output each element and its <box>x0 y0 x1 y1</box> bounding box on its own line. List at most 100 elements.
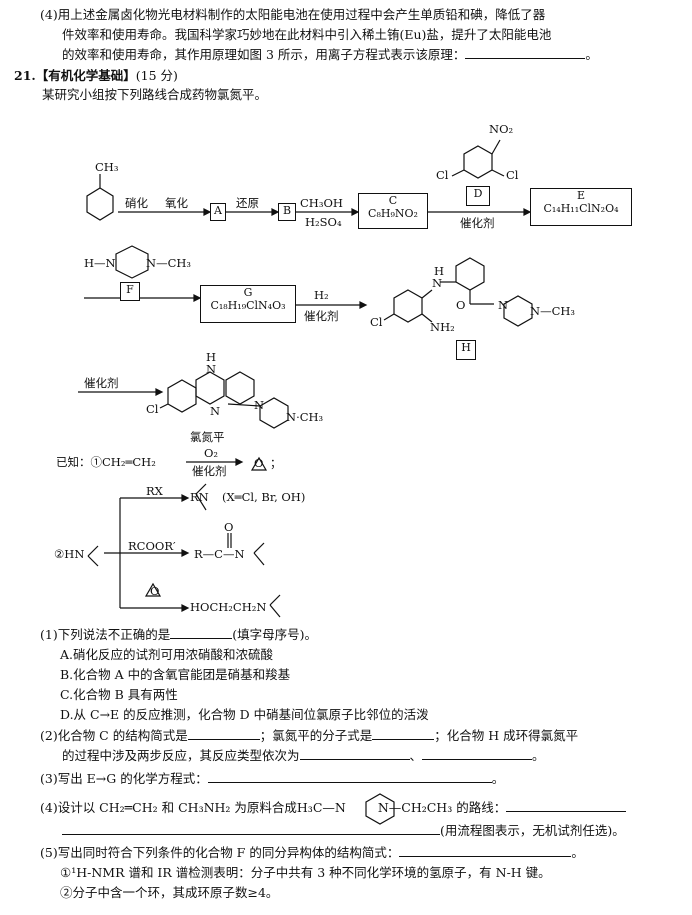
step-nitration: 硝化 <box>125 196 148 210</box>
q2-blank-4[interactable] <box>422 747 533 760</box>
known-2-rn: RN <box>190 490 209 504</box>
dichloronitro-ring <box>463 145 493 179</box>
option-d: D.从 C→E 的反应推测，化合物 D 中硝基间位氯原子比邻位的活泼 <box>60 707 429 722</box>
h-structure-n: N <box>432 276 443 290</box>
q1-text: (1)下列说法不正确的是 <box>40 627 171 642</box>
q4-line-3-text: 的效率和使用寿命，其作用原理如图 3 所示，用离子方程式表示该原理： <box>62 47 466 62</box>
q21-intro: 某研究小组按下列路线合成药物氯氮平。 <box>42 87 268 102</box>
d-no2: NO₂ <box>489 122 514 136</box>
toluene-ch3: CH₃ <box>95 160 119 174</box>
box-e: E C₁₄H₁₁ClN₂O₄ <box>530 188 632 226</box>
h-structure-cl: Cl <box>370 315 383 329</box>
reagent-h2so4: H₂SO₄ <box>305 215 342 229</box>
known-2-amide-o: O <box>224 520 234 534</box>
condition-2: ②分子中含一个环，其成环原子数≥4。 <box>60 885 279 900</box>
q5-blank[interactable] <box>399 844 572 857</box>
q4-piperazine-ring <box>365 793 395 825</box>
f-piperazine-ring <box>115 245 149 279</box>
known-2-x-note: (X═Cl, Br, OH) <box>222 490 306 504</box>
product-name: 氯氮平 <box>190 430 225 444</box>
clozapine-ring-left <box>167 379 197 413</box>
q5-end: 。 <box>571 845 584 860</box>
clozapine-n3: N <box>254 398 265 412</box>
box-g: G C₁₈H₁₉ClN₄O₃ <box>200 285 296 323</box>
question-2-line-1: (2)化合物 C 的结构简式是；氯氮平的分子式是；化合物 H 成环得氯氮平 <box>40 727 578 745</box>
q4-line-1: (4)用上述金属卤化物光电材料制作的太阳能电池在使用过程中会产生单质铅和碘，降低… <box>40 7 546 22</box>
h-structure-h: H <box>434 264 445 278</box>
q2-text-b: ；氯氮平的分子式是 <box>259 728 373 743</box>
q4-answer-blank[interactable] <box>465 46 586 59</box>
clozapine-n2: N <box>210 404 221 418</box>
q21-score: (15 分) <box>135 68 178 83</box>
q2-text-c: ；化合物 H 成环得氯氮平 <box>434 728 579 743</box>
clozapine-ring-right <box>225 371 255 405</box>
known-2-start: ②HN <box>54 547 85 561</box>
box-g-formula: C₁₈H₁₉ClN₄O₃ <box>210 299 286 312</box>
known-1-catalyst: 催化剂 <box>192 464 227 478</box>
reagent-ch3oh: CH₃OH <box>300 196 343 210</box>
q21-topic: 【有机化学基础】 <box>35 68 136 83</box>
catalyst-3: 催化剂 <box>84 376 119 390</box>
q1-blank[interactable] <box>170 626 233 639</box>
q4-line-2: 件效率和使用寿命。我国科学家巧妙地在此材料中引入稀土铕(Eu)盐，提升了太阳能电… <box>62 27 552 42</box>
known-2-hoch: HOCH₂CH₂N <box>190 600 267 614</box>
clozapine-piperazine <box>259 397 289 429</box>
q5-text: (5)写出同时符合下列条件的化合物 F 的同分异构体的结构简式： <box>40 845 400 860</box>
known-2-rcoor: RCOOR′ <box>128 539 176 553</box>
box-d: D <box>466 186 490 206</box>
box-a: A <box>210 203 226 221</box>
q2-blank-2[interactable] <box>372 727 435 740</box>
catalyst-1: 催化剂 <box>460 216 495 230</box>
q1-tail: (填字母序号)。 <box>232 627 317 642</box>
known-1-label: 已知：①CH₂═CH₂ <box>56 455 156 469</box>
box-g-label: G <box>243 286 253 299</box>
box-e-formula: C₁₄H₁₁ClN₂O₄ <box>543 202 619 215</box>
clozapine-ring-mid <box>195 371 225 405</box>
option-c: C.化合物 B 具有两性 <box>60 687 178 702</box>
question-4-line-2: (用流程图表示，无机试剂任选)。 <box>62 822 625 840</box>
q3-blank[interactable] <box>207 770 492 783</box>
q21-header: 21.【有机化学基础】(15 分) <box>14 67 178 85</box>
known-1-o2: O₂ <box>204 446 219 460</box>
option-b: B.化合物 A 中的含氧官能团是硝基和羧基 <box>60 667 291 682</box>
q4-text-a: (4)设计以 CH₂═CH₂ 和 CH₃NH₂ 为原料合成H₃C—N <box>40 800 346 815</box>
d-cl-left: Cl <box>436 168 449 182</box>
box-c: C C₈H₉NO₂ <box>358 193 428 229</box>
box-h: H <box>456 340 476 360</box>
epoxide-1 <box>250 456 268 471</box>
question-4-line-1: (4)设计以 CH₂═CH₂ 和 CH₃NH₂ 为原料合成H₃C—N N—CH₂C… <box>40 799 627 817</box>
step-oxidation: 氧化 <box>165 196 188 210</box>
q4-text-b: N—CH₂CH₃ 的路线： <box>377 800 507 815</box>
clozapine-n1: N <box>206 362 217 376</box>
step-reduction: 还原 <box>236 196 259 210</box>
h-piperazine-ring <box>503 295 533 327</box>
h-ring-left <box>393 289 423 323</box>
condition-1: ①¹H-NMR 谱和 IR 谱检测表明：分子中共有 3 种不同化学环境的氢原子，… <box>60 865 551 880</box>
h-structure-o: O <box>456 298 466 312</box>
q3-end: 。 <box>491 771 505 786</box>
question-5: (5)写出同时符合下列条件的化合物 F 的同分异构体的结构简式： 。 <box>40 844 584 862</box>
epoxide-2 <box>144 582 162 597</box>
q4-blank-1[interactable] <box>506 799 627 812</box>
q2-blank-3[interactable] <box>299 747 410 760</box>
q3-text: (3)写出 E→G 的化学方程式： <box>40 771 208 786</box>
h-ring-right <box>455 257 485 291</box>
toluene-ring <box>86 187 114 221</box>
box-e-label: E <box>576 189 586 202</box>
clozapine-nch3: N·CH₃ <box>286 410 324 424</box>
q4-end: 。 <box>585 47 598 62</box>
h-structure-n2: N <box>498 298 509 312</box>
clozapine-h: H <box>206 350 217 364</box>
reagent-h2: H₂ <box>314 288 329 302</box>
f-hn: H—N <box>84 256 116 270</box>
q2-blank-1[interactable] <box>187 727 260 740</box>
known-2-epox-o: O <box>150 584 160 598</box>
option-a: A.硝化反应的试剂可用浓硝酸和浓硫酸 <box>60 647 274 662</box>
question-1: (1)下列说法不正确的是 (填字母序号)。 <box>40 626 317 644</box>
question-3: (3)写出 E→G 的化学方程式： 。 <box>40 770 504 788</box>
q21-number: 21. <box>14 68 36 83</box>
known-2-amide: R—C—N <box>194 547 245 561</box>
q4-blank-2[interactable] <box>62 822 440 835</box>
q4-line-3: 的效率和使用寿命，其作用原理如图 3 所示，用离子方程式表示该原理： 。 <box>62 46 598 64</box>
